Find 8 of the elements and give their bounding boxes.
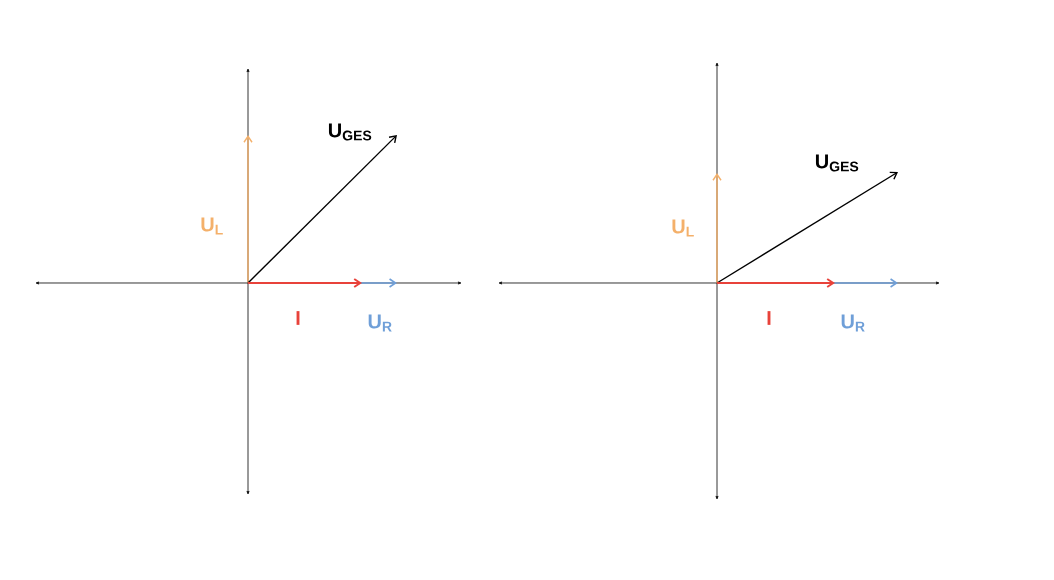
vector-label: U$_{GES}$ [328,123,372,141]
vector-label: U$_{L}$ [672,219,694,237]
vector-label: U$_{R}$ [841,314,865,332]
vector-label: I [296,311,300,325]
vector-label: U$_{R}$ [368,314,392,332]
vector-label: U$_{GES}$ [815,154,859,172]
vector-label: U$_{L}$ [201,217,223,235]
vector-label: I [767,311,771,325]
